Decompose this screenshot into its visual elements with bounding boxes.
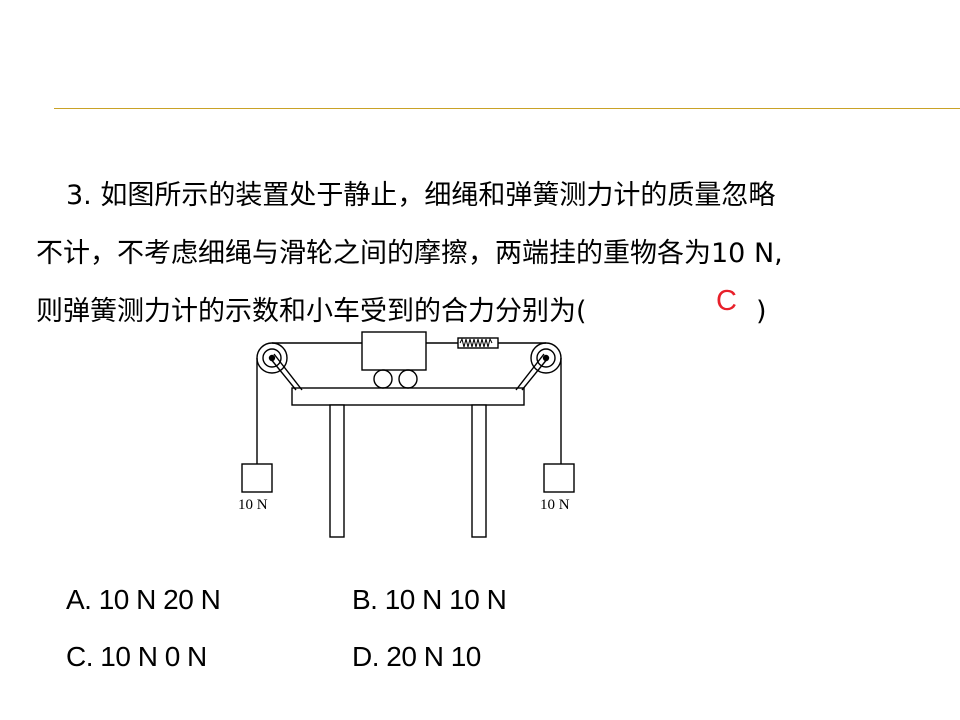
weight-right bbox=[543, 463, 575, 493]
question-text-1: 3. 如图所示的装置处于静止，细绳和弹簧测力计的质量忽略 bbox=[66, 180, 776, 211]
weight-right-label: 10 N bbox=[540, 497, 570, 513]
weight-left bbox=[241, 463, 273, 493]
table-leg-right bbox=[471, 404, 487, 538]
weight-left-label: 10 N bbox=[238, 497, 268, 513]
support-left-a bbox=[269, 357, 297, 391]
support-right-a bbox=[521, 357, 549, 391]
cart-wheel-left bbox=[373, 369, 393, 389]
support-right-b bbox=[515, 353, 545, 391]
cart-wheel-right bbox=[398, 369, 418, 389]
question-text-2: 不计，不考虑细绳与滑轮之间的摩擦，两端挂的重物各为10 N, bbox=[36, 238, 783, 269]
cart-body bbox=[361, 331, 427, 371]
question-text-3: 则弹簧测力计的示数和小车受到的合力分别为( bbox=[36, 296, 587, 327]
option-a[interactable]: A. 10 N 20 N bbox=[66, 584, 221, 615]
support-left-b bbox=[273, 353, 303, 391]
question-line-1: 3. 如图所示的装置处于静止，细绳和弹簧测力计的质量忽略 bbox=[66, 176, 775, 216]
close-paren: ) bbox=[756, 296, 767, 327]
table-top bbox=[291, 387, 525, 406]
option-d[interactable]: D. 20 N 10 bbox=[352, 641, 481, 672]
apparatus-diagram: 10 N 10 N bbox=[238, 331, 575, 538]
option-c[interactable]: C. 10 N 0 N bbox=[66, 641, 207, 672]
answer-letter: C bbox=[716, 285, 737, 317]
question-line-3: 则弹簧测力计的示数和小车受到的合力分别为( bbox=[36, 292, 587, 332]
spring-scale bbox=[457, 337, 499, 349]
header-rule bbox=[54, 108, 960, 109]
question-line-2: 不计，不考虑细绳与滑轮之间的摩擦，两端挂的重物各为10 N, bbox=[36, 234, 783, 274]
table-leg-left bbox=[329, 404, 345, 538]
option-b[interactable]: B. 10 N 10 N bbox=[352, 584, 507, 615]
